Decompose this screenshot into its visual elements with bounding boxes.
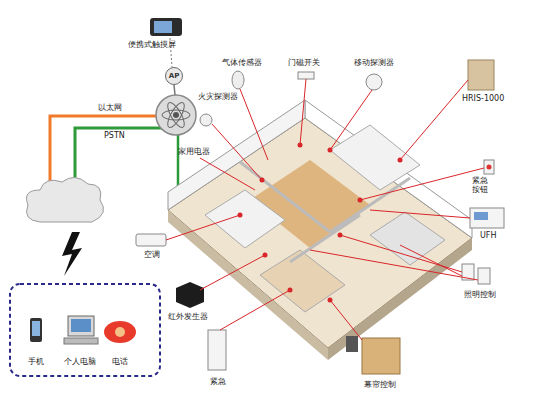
hub-orbit (162, 110, 190, 120)
leader-line (212, 124, 262, 180)
device-label: 便携式触摸屏 (128, 40, 176, 49)
ir-generator-icon (176, 282, 204, 308)
sensor-dot (260, 178, 265, 183)
sensor-dot (338, 233, 343, 238)
leader-line (360, 168, 484, 200)
leader-line (400, 80, 468, 160)
device-label: 手机 (28, 357, 44, 366)
hub-icon (156, 95, 196, 135)
leader-line (300, 79, 306, 145)
pstn-line (75, 128, 162, 186)
pc-icon (68, 316, 94, 336)
device-label: PSTN (104, 131, 125, 140)
room (370, 212, 445, 265)
interior-wall (240, 162, 330, 232)
device-label: 电话 (112, 357, 128, 366)
leader-line (200, 158, 255, 190)
leader-line (330, 300, 362, 340)
device-label: 移动探测器 (354, 58, 394, 67)
emergency-panel-icon (208, 330, 226, 370)
pc-keyboard (64, 338, 98, 344)
light-switch-icon (478, 268, 490, 284)
motion-detector-icon (366, 74, 382, 90)
phone-icon (30, 318, 42, 342)
device-label: 门磁开关 (288, 58, 320, 67)
device-label: 空调 (144, 250, 160, 259)
leader-line (370, 210, 470, 218)
leader-line (330, 90, 372, 150)
telephone-icon (104, 321, 136, 343)
cloud (27, 177, 104, 222)
lightning-bolt (62, 232, 82, 276)
touchscreen-display (154, 21, 172, 33)
device-label: HRIS-1000 (462, 94, 504, 103)
emergency-button-dot (487, 165, 492, 170)
device-label: 红外发生器 (168, 312, 208, 321)
sensor-dot (298, 143, 303, 148)
sensor-dot (328, 148, 333, 153)
device-label: 火灾探测器 (198, 92, 238, 101)
device-label: 个人电脑 (64, 357, 96, 366)
ufh-icon (470, 208, 504, 228)
curtain-icon (362, 338, 400, 374)
sensor-dots (238, 143, 403, 303)
hub-core (173, 112, 179, 118)
ethernet-line (50, 116, 158, 182)
sensor-dot (398, 158, 403, 163)
touchscreen-icon (150, 18, 182, 36)
sensor-dot (288, 288, 293, 293)
fire-detector-icon (200, 114, 212, 126)
device-label: 家用电器 (178, 147, 210, 156)
leader-line (200, 255, 265, 290)
ufh-display (474, 212, 488, 220)
node-label: AP (169, 72, 180, 80)
pc-screen (71, 319, 91, 332)
device-label: 幕帘控制 (364, 380, 396, 389)
hris-icon (468, 60, 494, 90)
ap-circle: AP (165, 67, 183, 85)
leader-line (240, 89, 268, 160)
room (205, 190, 285, 248)
sensor-dot (263, 253, 268, 258)
ap-link (174, 85, 175, 95)
curtain-switch-icon (346, 336, 358, 352)
house-floor (168, 118, 472, 348)
interior-wall (290, 215, 360, 262)
door-contact-icon (298, 72, 314, 79)
leader-lines (166, 79, 484, 340)
device-label: 以太网 (98, 103, 122, 112)
device-label: UFH (480, 231, 496, 240)
interior-wall (330, 178, 410, 232)
terminal-box (10, 284, 160, 376)
device-label: 紧急 (210, 377, 226, 386)
device-label: 照明控制 (464, 290, 496, 299)
hub-orbit (165, 100, 188, 129)
device-label: 紧急按钮 (472, 176, 489, 194)
telephone-dial (115, 327, 125, 337)
leader-line (220, 290, 290, 330)
device-label: 气体传感器 (222, 58, 262, 67)
sensor-dot (358, 198, 363, 203)
wood-floor (250, 160, 370, 248)
hub-orbit (165, 100, 188, 129)
sensor-dot (328, 298, 333, 303)
sensor-dot (238, 213, 243, 218)
gas-sensor-icon (232, 71, 244, 89)
emergency-button-icon (484, 160, 494, 174)
leader-line (310, 250, 478, 280)
phone-screen (32, 321, 40, 336)
air-conditioner-icon (136, 234, 166, 246)
leader-line (166, 215, 240, 240)
